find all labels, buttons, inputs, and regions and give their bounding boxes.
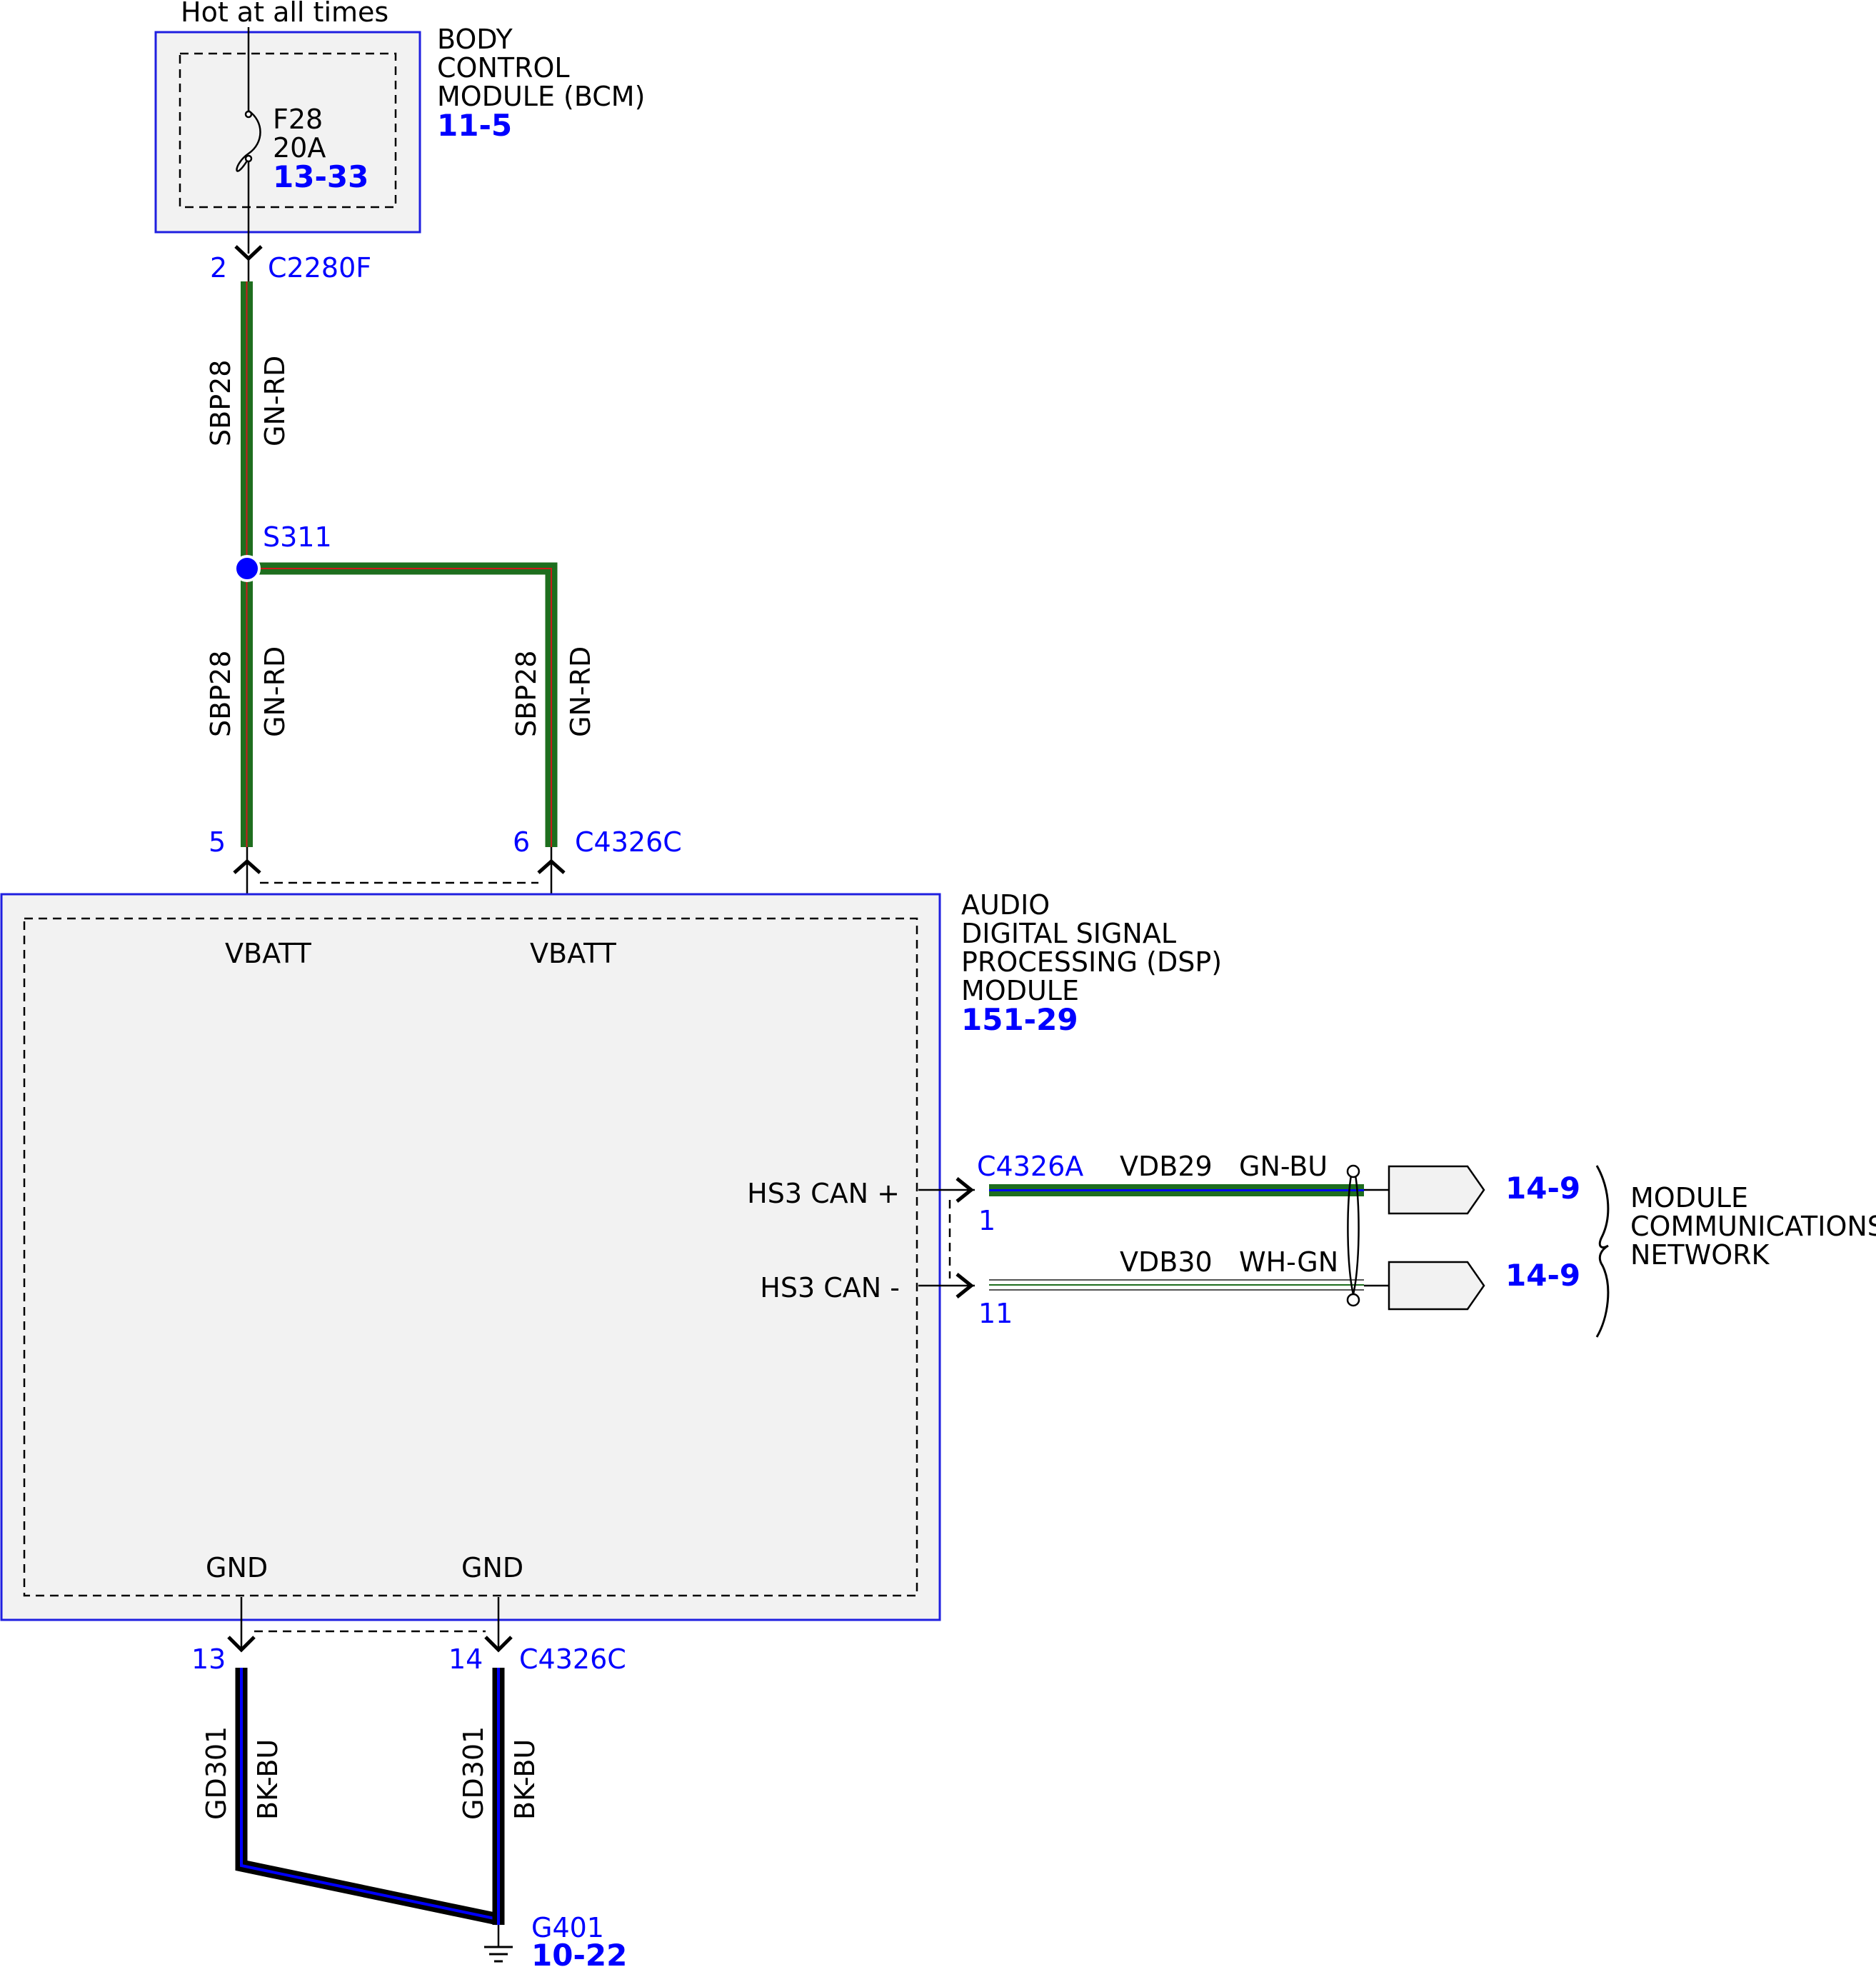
- network-brace-icon: [1595, 1165, 1610, 1338]
- wire-label-circuit-3: SBP28: [511, 651, 542, 737]
- wire-vdb29[interactable]: [989, 1184, 1389, 1196]
- fuse-ref-link[interactable]: 13-33: [273, 159, 368, 194]
- fuse-rating: 20A: [273, 132, 326, 164]
- can-minus-label: HS3 CAN -: [760, 1272, 900, 1303]
- ground-wire-color-2: BK-BU: [509, 1739, 541, 1820]
- connector-c4326c-pin-14: 14: [448, 1643, 483, 1675]
- power-note: Hot at all times: [181, 0, 388, 28]
- bcm-module[interactable]: [154, 31, 421, 234]
- can-plus-color: GN-BU: [1239, 1151, 1328, 1182]
- can-plus-ref-link[interactable]: 14-9: [1505, 1171, 1580, 1206]
- wire-label-color-2: GN-RD: [259, 646, 291, 737]
- wire-label-circuit-1: SBP28: [205, 360, 236, 446]
- ground-wire-circuit-2: GD301: [458, 1726, 489, 1820]
- twisted-pair-icon: [1346, 1164, 1360, 1307]
- wire-label-color-1: GN-RD: [259, 356, 291, 446]
- bcm-name-line1: BODY: [437, 24, 513, 55]
- dsp-name-line2: DIGITAL SIGNAL: [961, 918, 1176, 949]
- wire-sbp28-splice-pin5[interactable]: [241, 569, 253, 847]
- bcm-name-line2: CONTROL: [437, 52, 570, 84]
- network-label-line1: MODULE: [1630, 1182, 1748, 1213]
- connector-c2280f-pin: 2: [210, 252, 227, 284]
- connector-c4326a-pin-1: 1: [978, 1205, 995, 1236]
- ground-ref-link[interactable]: 10-22: [531, 1938, 627, 1967]
- fuse-id: F28: [273, 104, 323, 135]
- dsp-ref-link[interactable]: 151-29: [961, 1002, 1078, 1037]
- bcm-name-line3: MODULE (BCM): [437, 81, 645, 112]
- pin-label-vbatt-b: VBATT: [530, 938, 617, 969]
- connector-c4326c-ground-chevrons: [227, 1597, 513, 1653]
- connector-c4326a-chevrons: [918, 1177, 975, 1298]
- can-minus-color: WH-GN: [1239, 1246, 1338, 1278]
- dsp-name-line4: MODULE: [961, 975, 1079, 1006]
- bcm-ref-link[interactable]: 11-5: [437, 108, 512, 143]
- continuation-arrow-can-minus[interactable]: [1388, 1261, 1485, 1311]
- pin-label-vbatt-a: VBATT: [225, 938, 312, 969]
- can-minus-ref-link[interactable]: 14-9: [1505, 1258, 1580, 1293]
- connector-c4326a-name[interactable]: C4326A: [977, 1151, 1083, 1182]
- connector-c4326c-pin-6: 6: [513, 826, 530, 858]
- dsp-module[interactable]: [0, 893, 941, 1621]
- connector-c4326a-pin-11: 11: [978, 1298, 1013, 1329]
- dsp-name-line1: AUDIO: [961, 889, 1050, 921]
- can-plus-circuit: VDB29: [1120, 1151, 1213, 1182]
- connector-c4326c-name[interactable]: C4326C: [575, 826, 682, 858]
- connector-c4326c-ground-name[interactable]: C4326C: [519, 1643, 626, 1675]
- connector-c4326c-pin-13: 13: [191, 1643, 226, 1675]
- network-label-line3: NETWORK: [1630, 1239, 1770, 1271]
- connector-c4326c-power-chevrons: [233, 847, 566, 921]
- splice-s311[interactable]: [234, 555, 261, 582]
- ground-wire-circuit-1: GD301: [201, 1726, 232, 1820]
- can-plus-label: HS3 CAN +: [747, 1178, 900, 1209]
- connector-c2280f-name[interactable]: C2280F: [268, 252, 371, 284]
- dsp-name-line3: PROCESSING (DSP): [961, 946, 1222, 978]
- wire-vdb30[interactable]: [989, 1279, 1389, 1291]
- wire-sbp28-splice-pin6[interactable]: [247, 562, 558, 847]
- ground-name: G401: [531, 1912, 604, 1943]
- continuation-arrow-can-plus[interactable]: [1388, 1165, 1485, 1215]
- fuse-f28[interactable]: [236, 27, 261, 254]
- ground-wire-color-1: BK-BU: [252, 1739, 284, 1820]
- wire-label-circuit-2: SBP28: [205, 651, 236, 737]
- ground-symbol-icon: [484, 1925, 513, 1963]
- connector-c4326c-pin-5: 5: [209, 826, 226, 858]
- connector-c2280f-chevron: [234, 245, 263, 281]
- splice-name: S311: [263, 521, 332, 553]
- wire-label-color-3: GN-RD: [565, 646, 596, 737]
- wire-gd301-pin13[interactable]: [235, 1668, 499, 1926]
- can-minus-circuit: VDB30: [1120, 1246, 1213, 1278]
- network-label-line2: COMMUNICATIONS: [1630, 1211, 1876, 1242]
- pin-label-gnd-a: GND: [206, 1552, 268, 1583]
- pin-label-gnd-b: GND: [461, 1552, 523, 1583]
- wire-sbp28-bcm-splice[interactable]: [241, 281, 253, 569]
